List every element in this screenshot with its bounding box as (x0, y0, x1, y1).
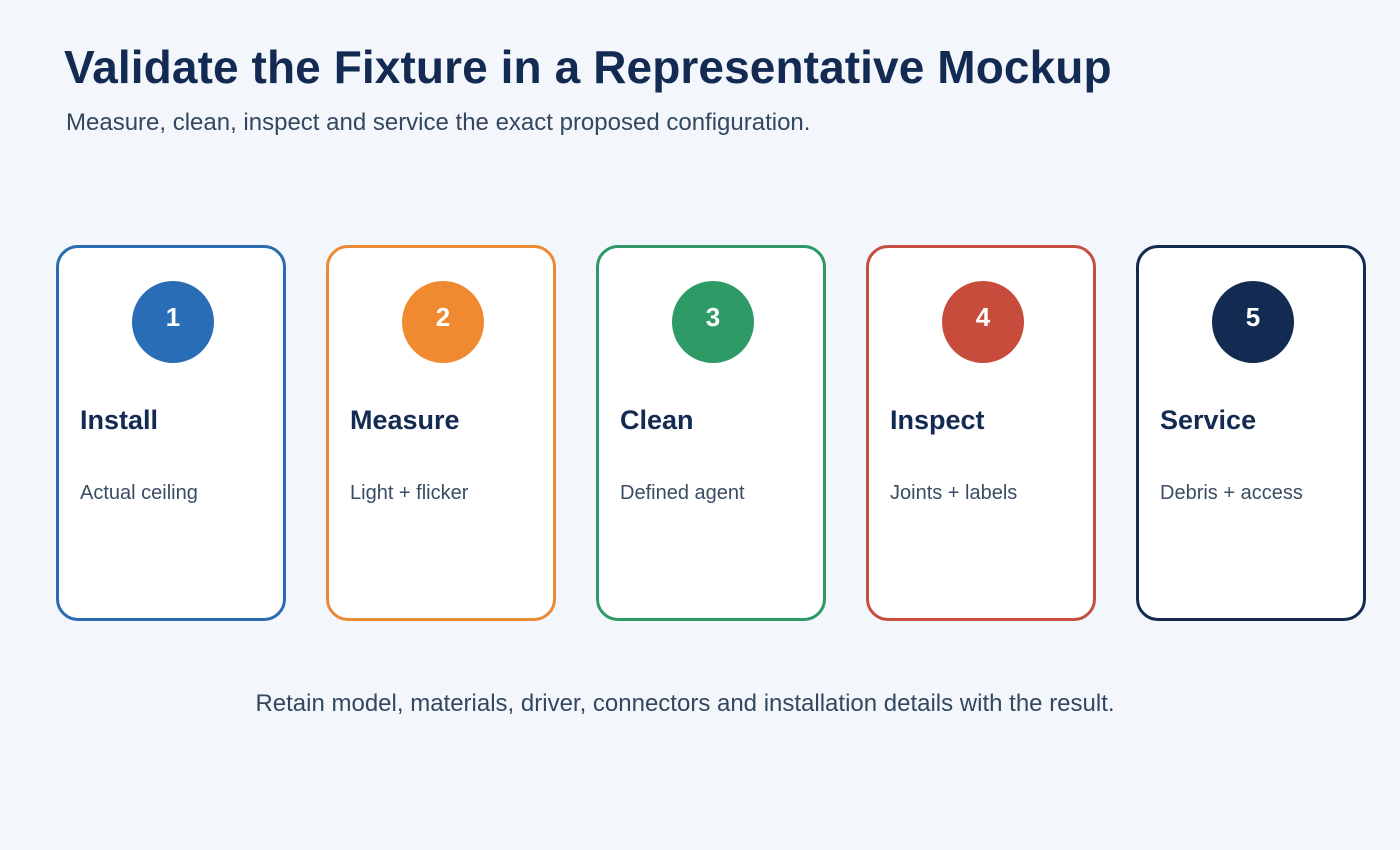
step-title: Clean (620, 405, 694, 435)
step-description: Light + flicker (350, 482, 469, 504)
step-card-inspect: 4 Inspect Joints + labels (866, 245, 1096, 621)
footer-note: Retain model, materials, driver, connect… (255, 690, 1115, 717)
step-description: Joints + labels (890, 482, 1018, 504)
step-title: Inspect (890, 405, 985, 435)
page-subtitle: Measure, clean, inspect and service the … (66, 109, 811, 136)
step-description: Debris + access (1160, 482, 1303, 504)
step-number-badge: 3 (672, 281, 754, 363)
step-number-badge: 2 (402, 281, 484, 363)
step-number-badge: 1 (132, 281, 214, 363)
step-description: Defined agent (620, 482, 745, 504)
step-card-measure: 2 Measure Light + flicker (326, 245, 556, 621)
step-title: Measure (350, 405, 460, 435)
page-title: Validate the Fixture in a Representative… (64, 41, 1112, 93)
step-title: Service (1160, 405, 1257, 435)
step-number-badge: 4 (942, 281, 1024, 363)
step-number-badge: 5 (1212, 281, 1294, 363)
step-title: Install (80, 405, 159, 435)
step-description: Actual ceiling (80, 482, 198, 504)
step-card-service: 5 Service Debris + access (1136, 245, 1366, 621)
step-card-clean: 3 Clean Defined agent (596, 245, 826, 621)
step-flow: 1 Install Actual ceiling 2 Measure Light… (56, 245, 1366, 621)
step-card-install: 1 Install Actual ceiling (56, 245, 286, 621)
